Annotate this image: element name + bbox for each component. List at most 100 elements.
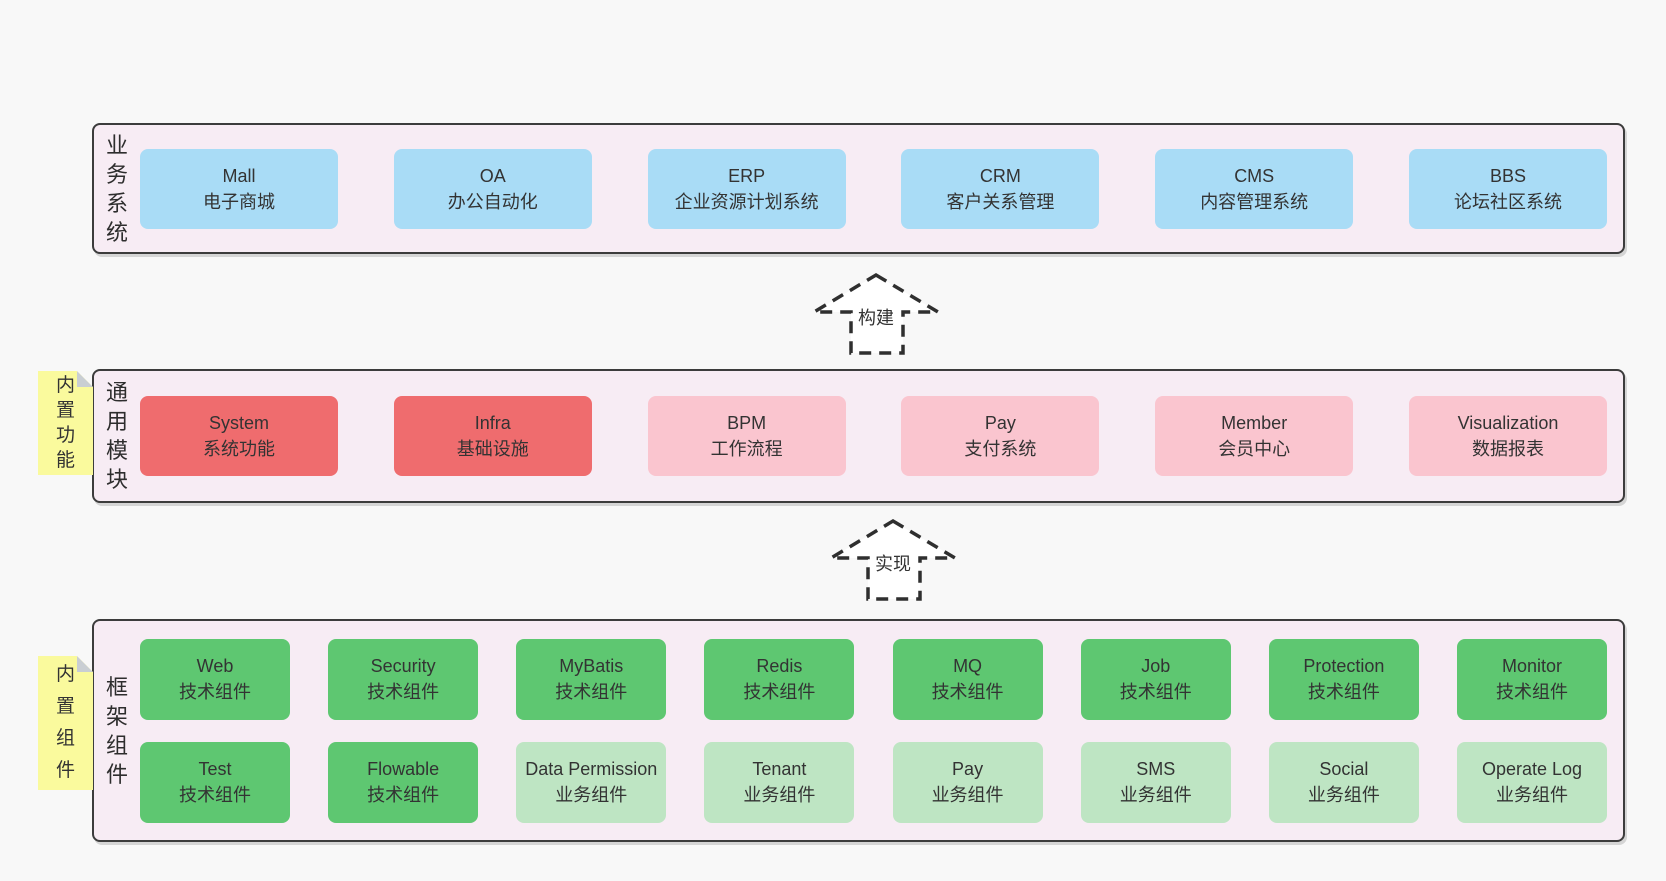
band-rows: System 系统功能 Infra 基础设施 BPM 工作流程 Pay 支付系统…: [140, 371, 1623, 501]
sticky-note-label: 内置组件: [55, 664, 75, 781]
node-subtitle: 业务组件: [1307, 785, 1380, 805]
common-modules-node-member: Member 会员中心: [1155, 396, 1354, 476]
node-title: Security: [370, 656, 436, 676]
node-subtitle: 技术组件: [931, 682, 1004, 702]
node-title: Protection: [1303, 656, 1385, 676]
sticky-note-framework-components: 内置组件: [38, 656, 93, 790]
business-systems-node-cms: CMS 内容管理系统: [1155, 148, 1354, 229]
node-subtitle: 系统功能: [203, 439, 275, 459]
node-title: CRM: [979, 165, 1021, 186]
node-title: ERP: [728, 165, 766, 186]
common-modules-node-bpm: BPM 工作流程: [647, 396, 846, 476]
node-title: Infra: [474, 413, 511, 433]
band-label-framework-components: 框架组件: [105, 674, 128, 787]
node-title: SMS: [1136, 759, 1176, 779]
business-systems-node-erp: ERP 企业资源计划系统: [647, 148, 846, 229]
node-title: Social: [1319, 759, 1369, 779]
framework-components-node-tenant: Tenant 业务组件: [704, 741, 855, 823]
build-arrow: 构建: [807, 272, 945, 356]
framework-components-node-mybatis: MyBatis 技术组件: [516, 638, 667, 720]
framework-components-node-mq: MQ 技术组件: [892, 638, 1043, 720]
folded-corner-icon: [77, 371, 93, 387]
node-subtitle: 会员中心: [1218, 439, 1291, 459]
dashed-up-arrow-icon: [807, 272, 945, 355]
band-framework-components: 框架组件 Web 技术组件 Security 技术组件 MyBatis 技术组件…: [92, 619, 1625, 842]
node-subtitle: 技术组件: [1119, 682, 1192, 702]
implement-arrow: 实现: [824, 518, 962, 602]
framework-components-node-flowable: Flowable 技术组件: [328, 741, 479, 823]
framework-components-node-data-permission: Data Permission 业务组件: [516, 741, 667, 823]
business-systems-node-mall: Mall 电子商城: [140, 148, 338, 229]
business-systems-node-oa: OA 办公自动化: [393, 148, 592, 229]
band-label-business-systems: 业务系统: [105, 132, 128, 245]
node-subtitle: 内容管理系统: [1200, 191, 1309, 212]
box-row: System 系统功能 Infra 基础设施 BPM 工作流程 Pay 支付系统…: [140, 396, 1607, 476]
common-modules-node-system: System 系统功能: [140, 396, 338, 476]
framework-components-node-job: Job 技术组件: [1080, 638, 1231, 720]
node-title: Operate Log: [1481, 759, 1583, 779]
node-title: Flowable: [367, 759, 440, 779]
box-row: Test 技术组件 Flowable 技术组件 Data Permission …: [140, 741, 1607, 823]
node-subtitle: 业务组件: [1495, 785, 1568, 805]
node-subtitle: 业务组件: [931, 785, 1004, 805]
box-row: Mall 电子商城 OA 办公自动化 ERP 企业资源计划系统 CRM 客户关系…: [140, 148, 1607, 229]
node-subtitle: 论坛社区系统: [1453, 191, 1562, 212]
framework-components-node-protection: Protection 技术组件: [1268, 638, 1419, 720]
node-title: Pay: [952, 759, 984, 779]
business-systems-node-bbs: BBS 论坛社区系统: [1408, 148, 1607, 229]
node-title: Mall: [222, 165, 256, 186]
node-title: OA: [479, 165, 506, 186]
node-subtitle: 办公自动化: [447, 191, 538, 212]
band-label: 业务系统: [94, 125, 140, 252]
band-label: 通用模块: [94, 371, 140, 501]
node-title: Visualization: [1457, 413, 1559, 433]
node-title: Web: [196, 656, 234, 676]
node-subtitle: 工作流程: [710, 439, 783, 459]
framework-components-node-sms: SMS 业务组件: [1080, 741, 1231, 823]
band-rows: Web 技术组件 Security 技术组件 MyBatis 技术组件 Redi…: [140, 621, 1623, 840]
node-title: Test: [198, 759, 232, 779]
framework-components-node-security: Security 技术组件: [328, 638, 479, 720]
framework-components-node-redis: Redis 技术组件: [704, 638, 855, 720]
node-subtitle: 电子商城: [203, 191, 275, 212]
framework-components-node-operate-log: Operate Log 业务组件: [1456, 741, 1607, 823]
node-title: Job: [1141, 656, 1171, 676]
node-subtitle: 业务组件: [743, 785, 816, 805]
node-subtitle: 技术组件: [1495, 682, 1568, 702]
business-systems-node-crm: CRM 客户关系管理: [901, 148, 1100, 229]
box-row: Web 技术组件 Security 技术组件 MyBatis 技术组件 Redi…: [140, 638, 1607, 720]
band-common-modules: 通用模块 System 系统功能 Infra 基础设施 BPM 工作流程 Pay…: [92, 369, 1625, 503]
node-subtitle: 技术组件: [367, 785, 440, 805]
common-modules-node-visualization: Visualization 数据报表: [1408, 396, 1607, 476]
arrow-label: 实现: [875, 554, 911, 574]
node-title: Monitor: [1501, 656, 1562, 676]
node-title: BBS: [1489, 165, 1526, 186]
dashed-up-arrow-icon: [824, 518, 962, 601]
node-subtitle: 基础设施: [456, 439, 529, 459]
framework-components-node-test: Test 技术组件: [140, 741, 290, 823]
node-title: Member: [1221, 413, 1288, 433]
node-title: MyBatis: [559, 656, 624, 676]
sticky-note-common-modules: 内置功能: [38, 371, 93, 475]
node-title: Tenant: [752, 759, 807, 779]
node-subtitle: 技术组件: [555, 682, 628, 702]
band-business-systems: 业务系统 Mall 电子商城 OA 办公自动化 ERP 企业资源计划系统 CRM…: [92, 123, 1625, 254]
framework-components-node-web: Web 技术组件: [140, 638, 290, 720]
framework-components-node-monitor: Monitor 技术组件: [1456, 638, 1607, 720]
node-title: System: [208, 413, 269, 433]
node-subtitle: 客户关系管理: [946, 191, 1055, 212]
common-modules-node-infra: Infra 基础设施: [393, 396, 592, 476]
arrow-label: 构建: [858, 308, 894, 328]
node-title: Pay: [984, 413, 1016, 433]
node-title: CMS: [1234, 165, 1275, 186]
node-subtitle: 业务组件: [555, 785, 628, 805]
folded-corner-icon: [77, 656, 93, 672]
node-title: BPM: [727, 413, 767, 433]
node-subtitle: 支付系统: [964, 439, 1037, 459]
node-title: MQ: [953, 656, 983, 676]
sticky-note-label: 内置功能: [55, 375, 75, 471]
band-rows: Mall 电子商城 OA 办公自动化 ERP 企业资源计划系统 CRM 客户关系…: [140, 125, 1623, 252]
node-subtitle: 技术组件: [743, 682, 816, 702]
node-subtitle: 技术组件: [367, 682, 440, 702]
